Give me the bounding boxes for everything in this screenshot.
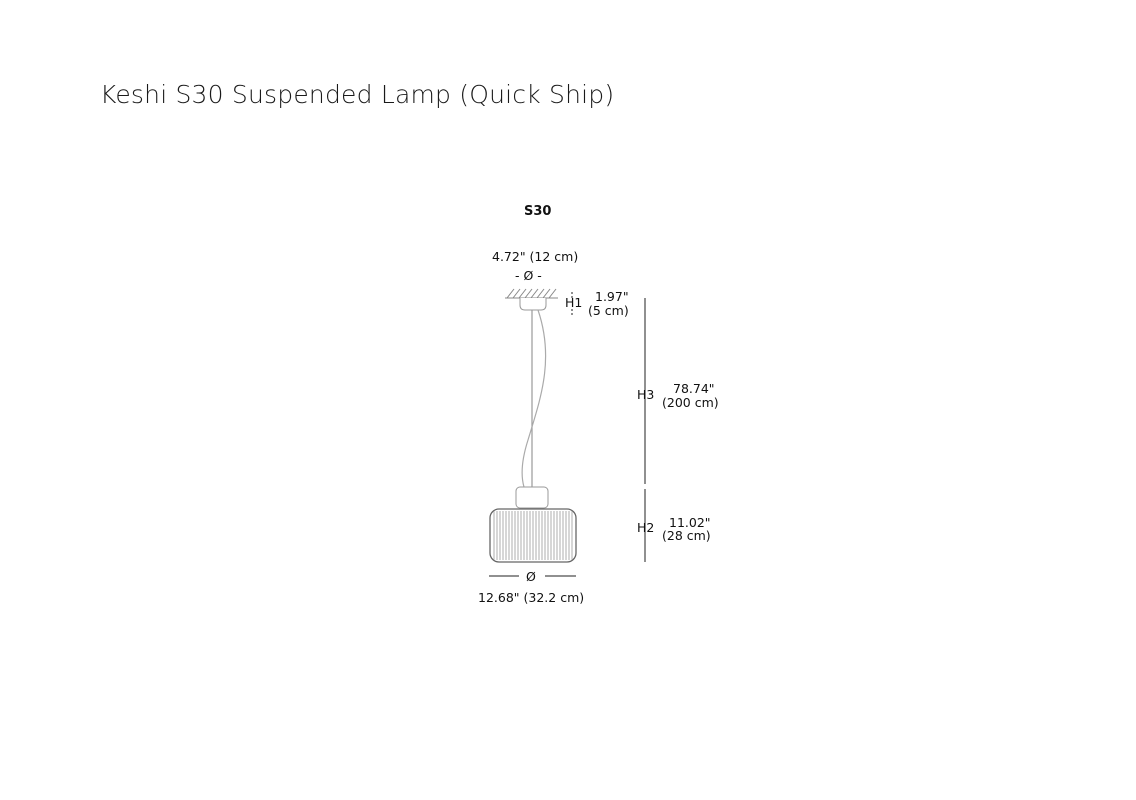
h3-label: H3 — [637, 387, 655, 402]
shade-cap — [515, 486, 549, 509]
page-title: Keshi S30 Suspended Lamp (Quick Ship) — [100, 80, 615, 109]
h1-cm: (5 cm) — [588, 303, 629, 318]
h2-label: H2 — [637, 520, 655, 535]
shade-ribs — [493, 511, 573, 560]
canopy-diameter-value: 4.72" (12 cm) — [492, 249, 579, 264]
h3-cm: (200 cm) — [662, 395, 719, 410]
diameter-symbol: Ø — [523, 268, 534, 283]
canopy-ceiling-hatch — [505, 288, 558, 299]
h2-inches: 11.02" — [669, 515, 711, 530]
h3-inches: 78.74" — [673, 381, 715, 396]
dimension-lines — [571, 292, 646, 562]
h1-inches: 1.97" — [595, 289, 629, 304]
shade-diameter-value: 12.68" (32.2 cm) — [478, 590, 585, 605]
canopy-diameter-symbol: - Ø - — [515, 268, 542, 283]
canopy — [519, 298, 547, 311]
h2-cm: (28 cm) — [662, 528, 711, 543]
shade-diameter-symbol: Ø — [526, 569, 536, 584]
power-cord — [521, 309, 547, 488]
h1-label: H1 — [565, 295, 583, 310]
model-label: S30 — [524, 204, 552, 219]
